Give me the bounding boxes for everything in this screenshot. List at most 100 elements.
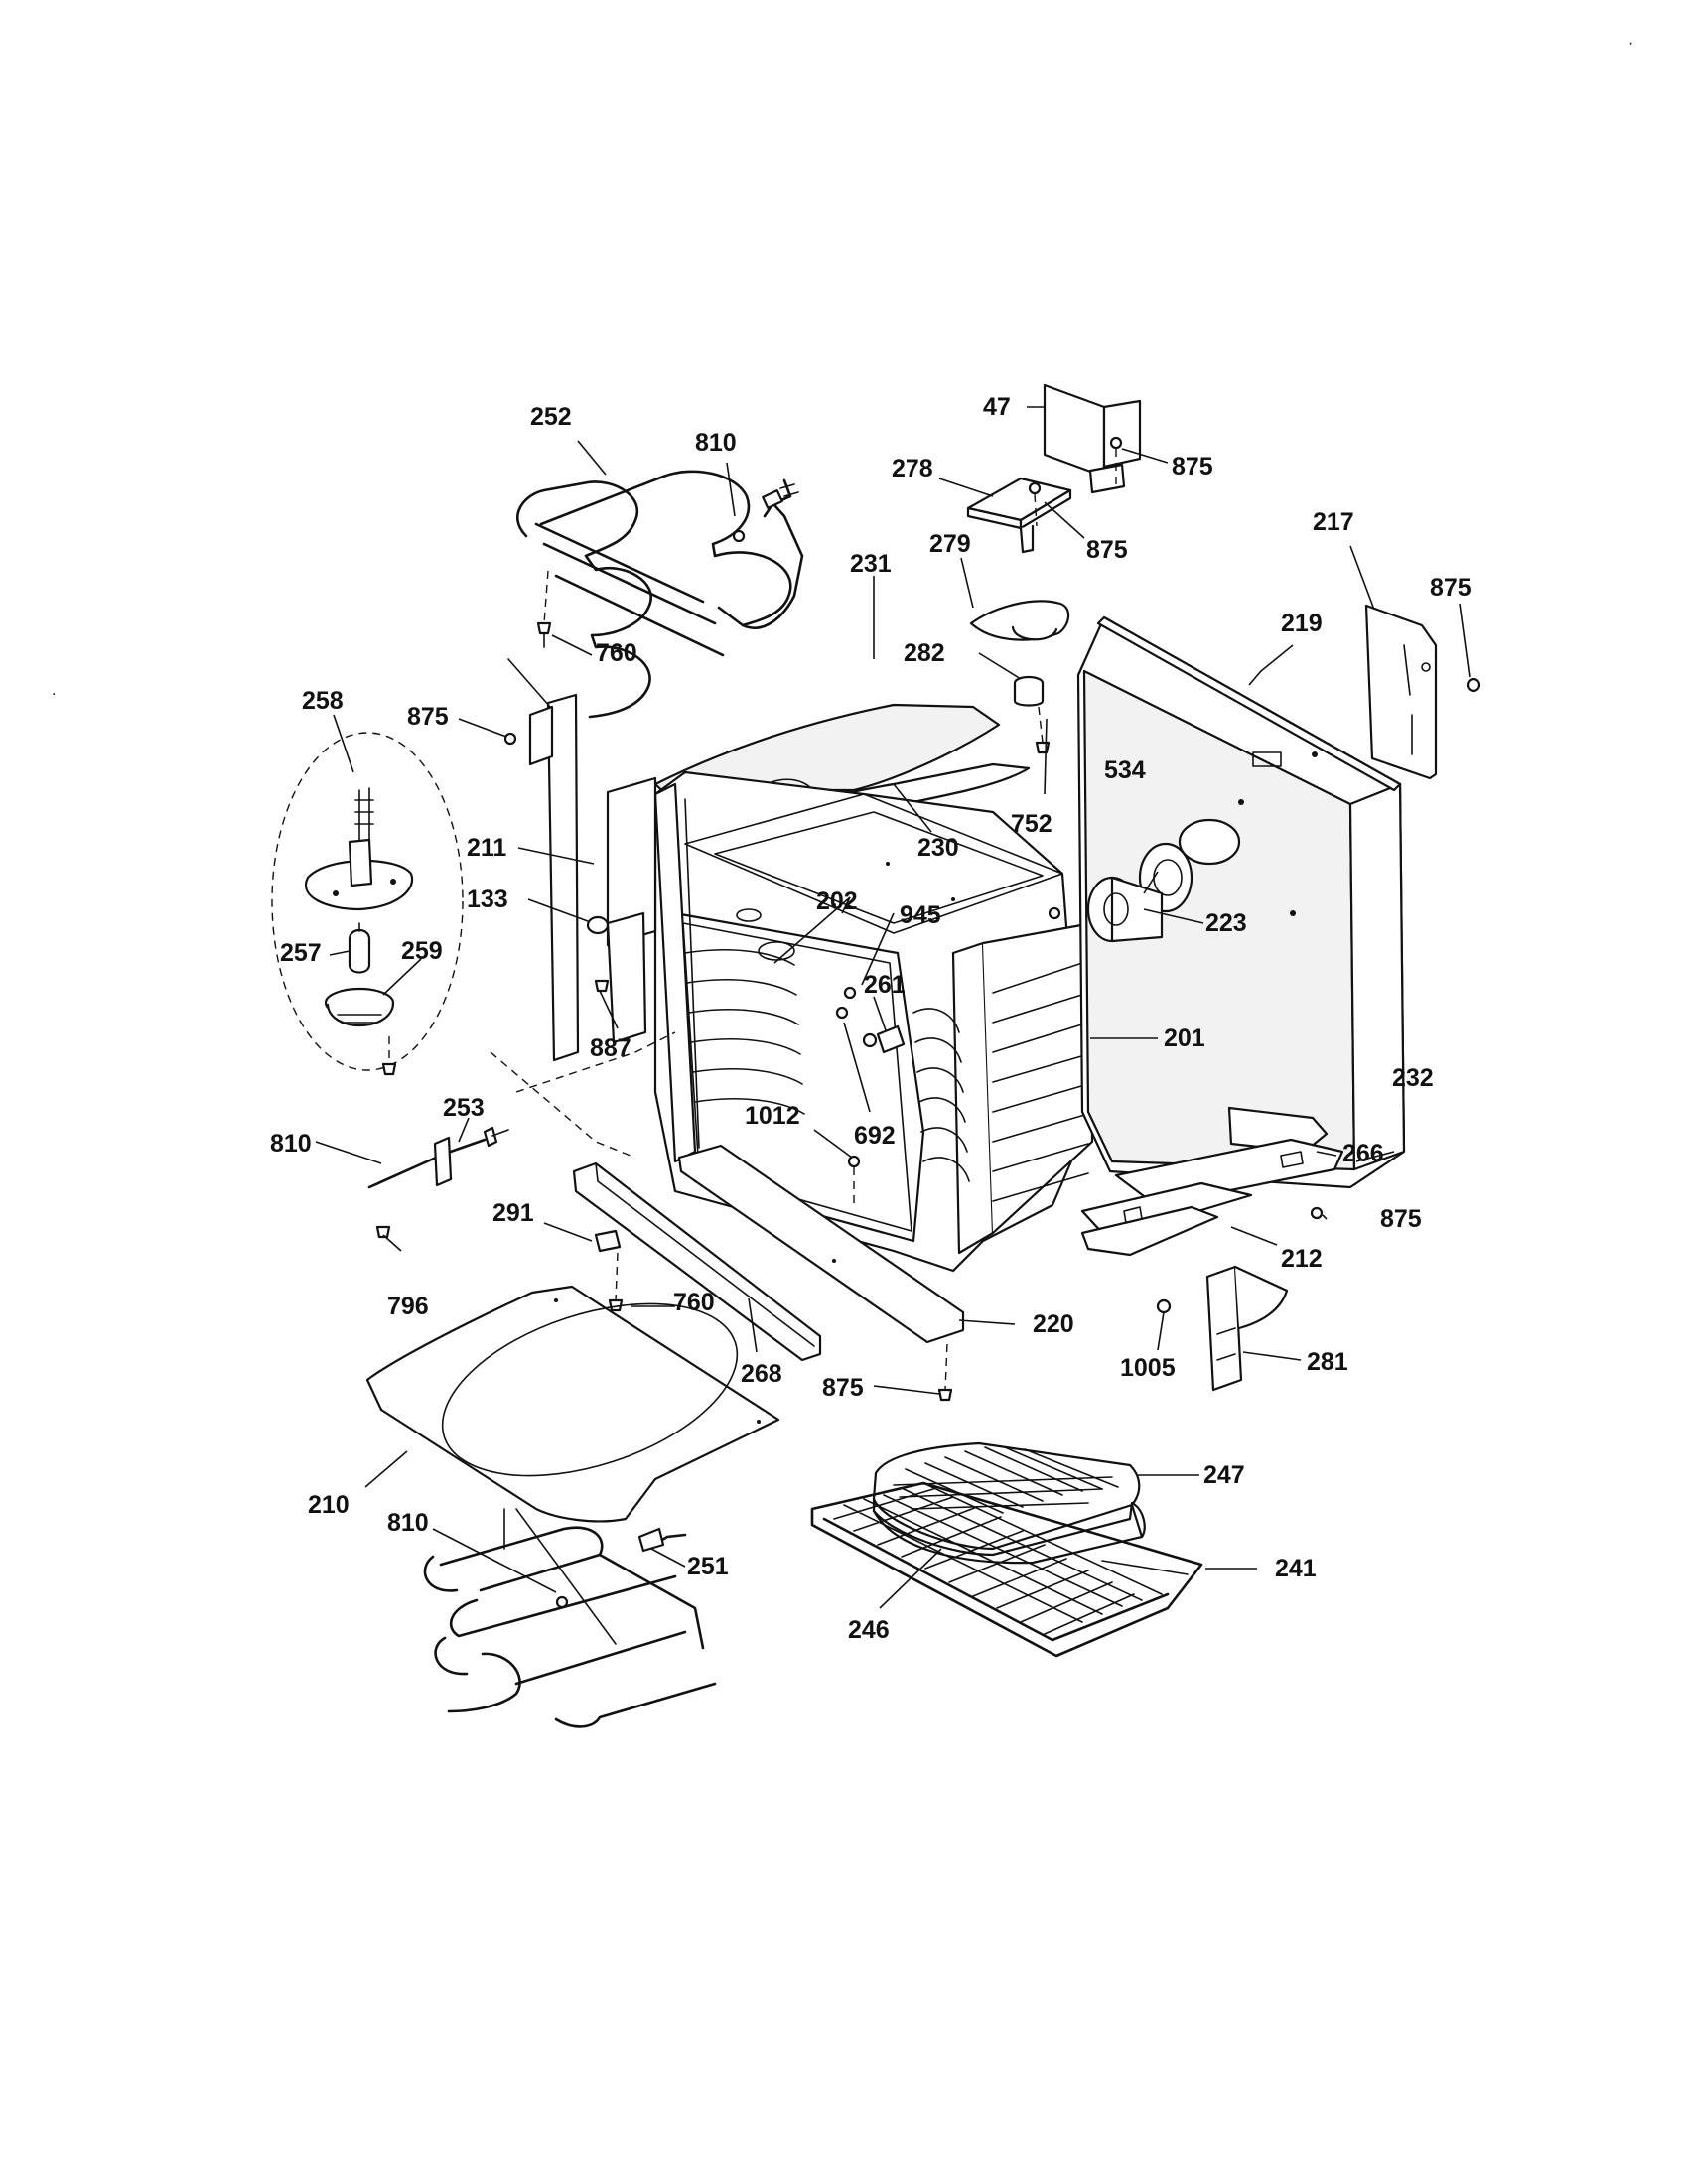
- broil-element: [516, 470, 804, 719]
- broil-screw-dashline: [543, 570, 549, 624]
- callout-760b: 760: [673, 1289, 715, 1316]
- lens-259: [324, 987, 395, 1026]
- callout-246: 246: [848, 1616, 890, 1644]
- callout-279: 279: [929, 530, 971, 558]
- callout-810a: 810: [695, 429, 737, 457]
- callout-223: 223: [1205, 909, 1247, 937]
- callout-1012: 1012: [745, 1102, 800, 1130]
- screw-796: [375, 1225, 391, 1239]
- vent-tube-282: [1013, 675, 1045, 707]
- callout-253: 253: [443, 1094, 485, 1122]
- side-bracket-217: [1364, 604, 1438, 780]
- rail-dashline-2: [490, 1051, 636, 1159]
- callout-261: 261: [864, 971, 906, 999]
- callout-217: 217: [1313, 508, 1354, 536]
- callout-875f: 875: [822, 1374, 864, 1402]
- broil-pan-insert-247: [872, 1441, 1141, 1551]
- clip-291: [594, 1229, 622, 1253]
- bake-element: [423, 1508, 717, 1728]
- callout-247: 247: [1203, 1461, 1245, 1489]
- bracket-266: [1114, 1106, 1344, 1207]
- callout-133: 133: [467, 886, 508, 913]
- callout-810c: 810: [387, 1509, 429, 1537]
- callout-887: 887: [590, 1034, 632, 1062]
- light-socket-261: [862, 1024, 906, 1054]
- screw-875c: [1466, 677, 1481, 693]
- callout-752: 752: [1011, 810, 1052, 838]
- side-rail-211: [507, 658, 580, 1062]
- callout-810b: 810: [270, 1130, 312, 1158]
- screw-875d: [503, 732, 517, 746]
- callout-875a: 875: [1172, 453, 1213, 480]
- callout-202: 202: [816, 887, 858, 915]
- screw-875b: [1028, 481, 1042, 527]
- callout-210: 210: [308, 1491, 350, 1519]
- callout-258: 258: [302, 687, 344, 715]
- oven-rack-241: [810, 1481, 1203, 1658]
- callout-266: 266: [1342, 1140, 1384, 1167]
- callout-278: 278: [892, 455, 933, 482]
- callout-875b: 875: [1086, 536, 1128, 564]
- broil-pan-246: [872, 1497, 1146, 1565]
- callout-692: 692: [854, 1122, 896, 1150]
- callout-281: 281: [1307, 1348, 1348, 1376]
- callout-760a: 760: [596, 639, 637, 667]
- callout-945: 945: [900, 901, 941, 929]
- light-assembly-outline: [271, 732, 464, 1071]
- mid-bracket-211b: [606, 776, 657, 1044]
- bottom-panel-210: [365, 1285, 780, 1523]
- rear-panel-219: [1076, 615, 1406, 1189]
- callout-241: 241: [1275, 1555, 1317, 1582]
- light-receptacle-258: [305, 787, 414, 911]
- callout-259: 259: [401, 937, 443, 965]
- corner-tick-mark: ·: [1628, 35, 1633, 52]
- plug-133: [586, 915, 610, 935]
- callout-291: 291: [492, 1199, 534, 1227]
- callout-796: 796: [387, 1293, 429, 1320]
- screw-810b: [381, 1036, 397, 1076]
- callout-47: 47: [983, 393, 1011, 421]
- screw-1005: [1156, 1298, 1172, 1314]
- screw-887: [594, 979, 610, 993]
- screw-875a: [1109, 436, 1123, 488]
- leader-lines: [315, 406, 1471, 1609]
- callout-211: 211: [467, 834, 506, 862]
- rail-dashline: [515, 1031, 676, 1093]
- callout-282: 282: [904, 639, 945, 667]
- side-tick-mark: .: [52, 682, 56, 699]
- bulb-257: [348, 922, 371, 974]
- sensor-253: [367, 1126, 509, 1189]
- screw-692: [835, 1006, 849, 1020]
- callout-875e: 875: [1380, 1205, 1422, 1233]
- screw-875e: [1310, 1206, 1324, 1220]
- bracket-212: [1080, 1181, 1253, 1257]
- screw-875f: [937, 1343, 953, 1402]
- bottom-plate-220: [677, 1144, 965, 1344]
- callout-251: 251: [687, 1553, 729, 1580]
- callout-230: 230: [917, 834, 959, 862]
- callout-labels: 47 875 278 875 252 810 760 231 279 282 2…: [52, 35, 1633, 1644]
- callout-201: 201: [1164, 1024, 1205, 1052]
- hinge-281: [1205, 1265, 1289, 1392]
- callout-231: 231: [850, 550, 892, 578]
- callout-232: 232: [1392, 1064, 1434, 1092]
- callout-220: 220: [1033, 1310, 1074, 1338]
- callout-1005: 1005: [1120, 1354, 1176, 1382]
- callout-875c: 875: [1430, 574, 1472, 602]
- broil-screw: [536, 621, 552, 648]
- callout-534: 534: [1104, 756, 1146, 784]
- screw-1012: [847, 1155, 861, 1203]
- fan-assembly-223: [1048, 876, 1164, 943]
- callout-212: 212: [1281, 1245, 1323, 1273]
- callout-257: 257: [280, 939, 322, 967]
- callout-268: 268: [741, 1360, 782, 1388]
- callout-219: 219: [1281, 610, 1323, 637]
- callout-252: 252: [530, 403, 572, 431]
- screw-945: [843, 986, 857, 1000]
- vent-cap-279: [969, 600, 1070, 641]
- callout-875d: 875: [407, 703, 449, 731]
- bracket-278: [966, 477, 1072, 554]
- screw-760b: [608, 1252, 624, 1312]
- trim-strip-268: [572, 1161, 822, 1362]
